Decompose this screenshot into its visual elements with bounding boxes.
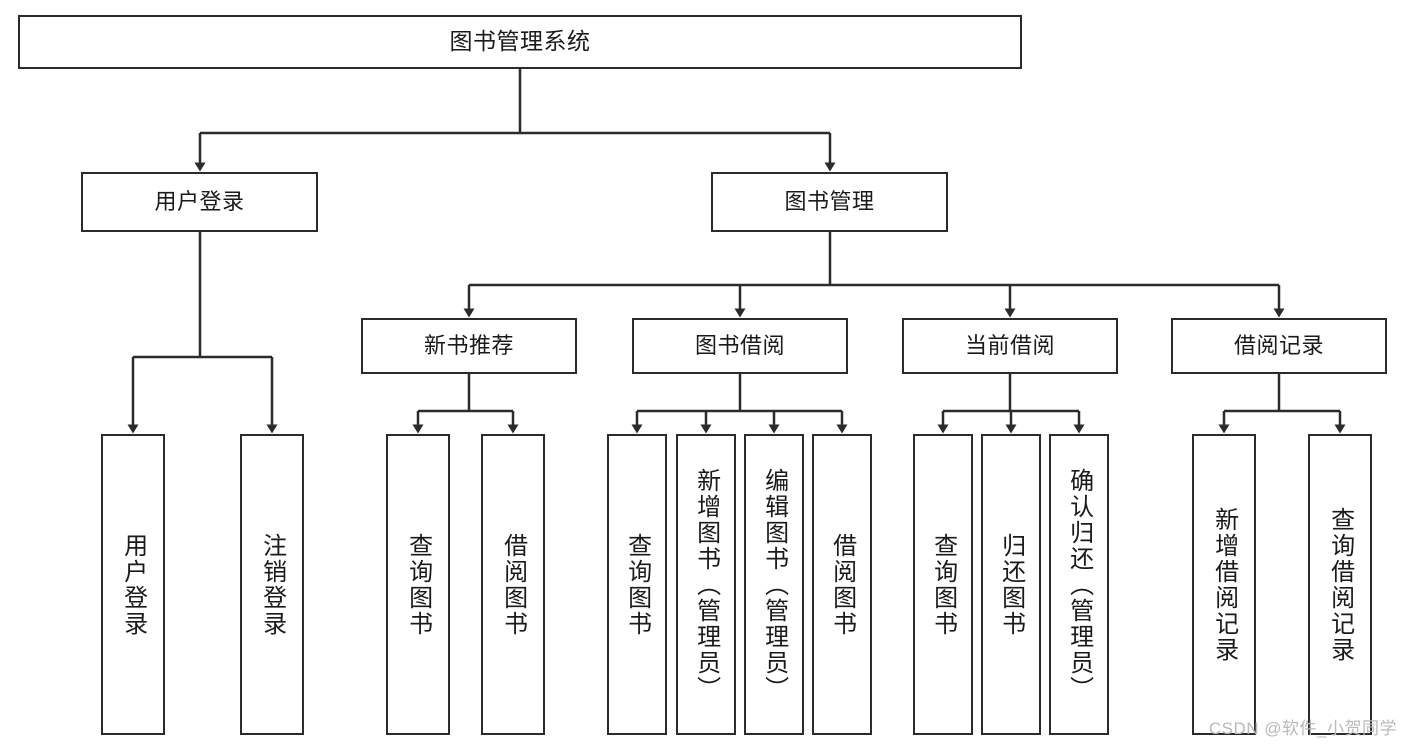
node-leaf-borrow-book-2[interactable]: 借阅图书 — [812, 434, 872, 735]
node-label-new-book-rec: 新书推荐 — [423, 333, 514, 359]
node-label-leaf-borrow-book-1: 借阅图书 — [499, 532, 527, 637]
node-label-leaf-confirm-return: 确认归还（管理员） — [1065, 467, 1093, 702]
node-label-user-login: 用户登录 — [154, 189, 245, 215]
node-label-book-borrow: 图书借阅 — [694, 333, 785, 359]
node-leaf-query-book-2[interactable]: 查询图书 — [607, 434, 667, 735]
node-user-login[interactable]: 用户登录 — [81, 172, 318, 232]
node-label-leaf-edit-book: 编辑图书（管理员） — [760, 467, 788, 702]
node-new-book-rec[interactable]: 新书推荐 — [361, 318, 577, 374]
node-book-manage[interactable]: 图书管理 — [711, 172, 948, 232]
node-label-borrow-record: 借阅记录 — [1233, 333, 1324, 359]
node-label-leaf-user-logout: 注销登录 — [258, 532, 286, 637]
node-leaf-return-book[interactable]: 归还图书 — [981, 434, 1041, 735]
node-label-leaf-add-book: 新增图书（管理员） — [692, 467, 720, 702]
node-root[interactable]: 图书管理系统 — [18, 15, 1022, 69]
node-leaf-user-logout[interactable]: 注销登录 — [240, 434, 304, 735]
node-leaf-add-book[interactable]: 新增图书（管理员） — [676, 434, 736, 735]
node-leaf-query-record[interactable]: 查询借阅记录 — [1308, 434, 1372, 735]
node-label-leaf-query-book-3: 查询图书 — [929, 532, 957, 637]
node-leaf-confirm-return[interactable]: 确认归还（管理员） — [1049, 434, 1109, 735]
node-label-leaf-query-record: 查询借阅记录 — [1326, 506, 1354, 663]
node-leaf-query-book-1[interactable]: 查询图书 — [386, 434, 450, 735]
node-leaf-query-book-3[interactable]: 查询图书 — [913, 434, 973, 735]
node-leaf-add-record[interactable]: 新增借阅记录 — [1192, 434, 1256, 735]
node-label-leaf-add-record: 新增借阅记录 — [1210, 506, 1238, 663]
node-leaf-user-login[interactable]: 用户登录 — [101, 434, 165, 735]
node-label-leaf-return-book: 归还图书 — [997, 532, 1025, 637]
node-label-leaf-query-book-2: 查询图书 — [623, 532, 651, 637]
node-leaf-borrow-book-1[interactable]: 借阅图书 — [481, 434, 545, 735]
node-borrow-record[interactable]: 借阅记录 — [1171, 318, 1387, 374]
node-label-leaf-borrow-book-2: 借阅图书 — [828, 532, 856, 637]
node-book-borrow[interactable]: 图书借阅 — [632, 318, 848, 374]
node-label-leaf-query-book-1: 查询图书 — [404, 532, 432, 637]
node-label-leaf-user-login: 用户登录 — [119, 532, 147, 637]
node-current-borrow[interactable]: 当前借阅 — [902, 318, 1118, 374]
node-label-current-borrow: 当前借阅 — [964, 333, 1055, 359]
watermark: CSDN @软件_小贺同学 — [1208, 719, 1397, 738]
node-label-book-manage: 图书管理 — [784, 189, 875, 215]
node-leaf-edit-book[interactable]: 编辑图书（管理员） — [744, 434, 804, 735]
node-label-root: 图书管理系统 — [449, 28, 591, 55]
